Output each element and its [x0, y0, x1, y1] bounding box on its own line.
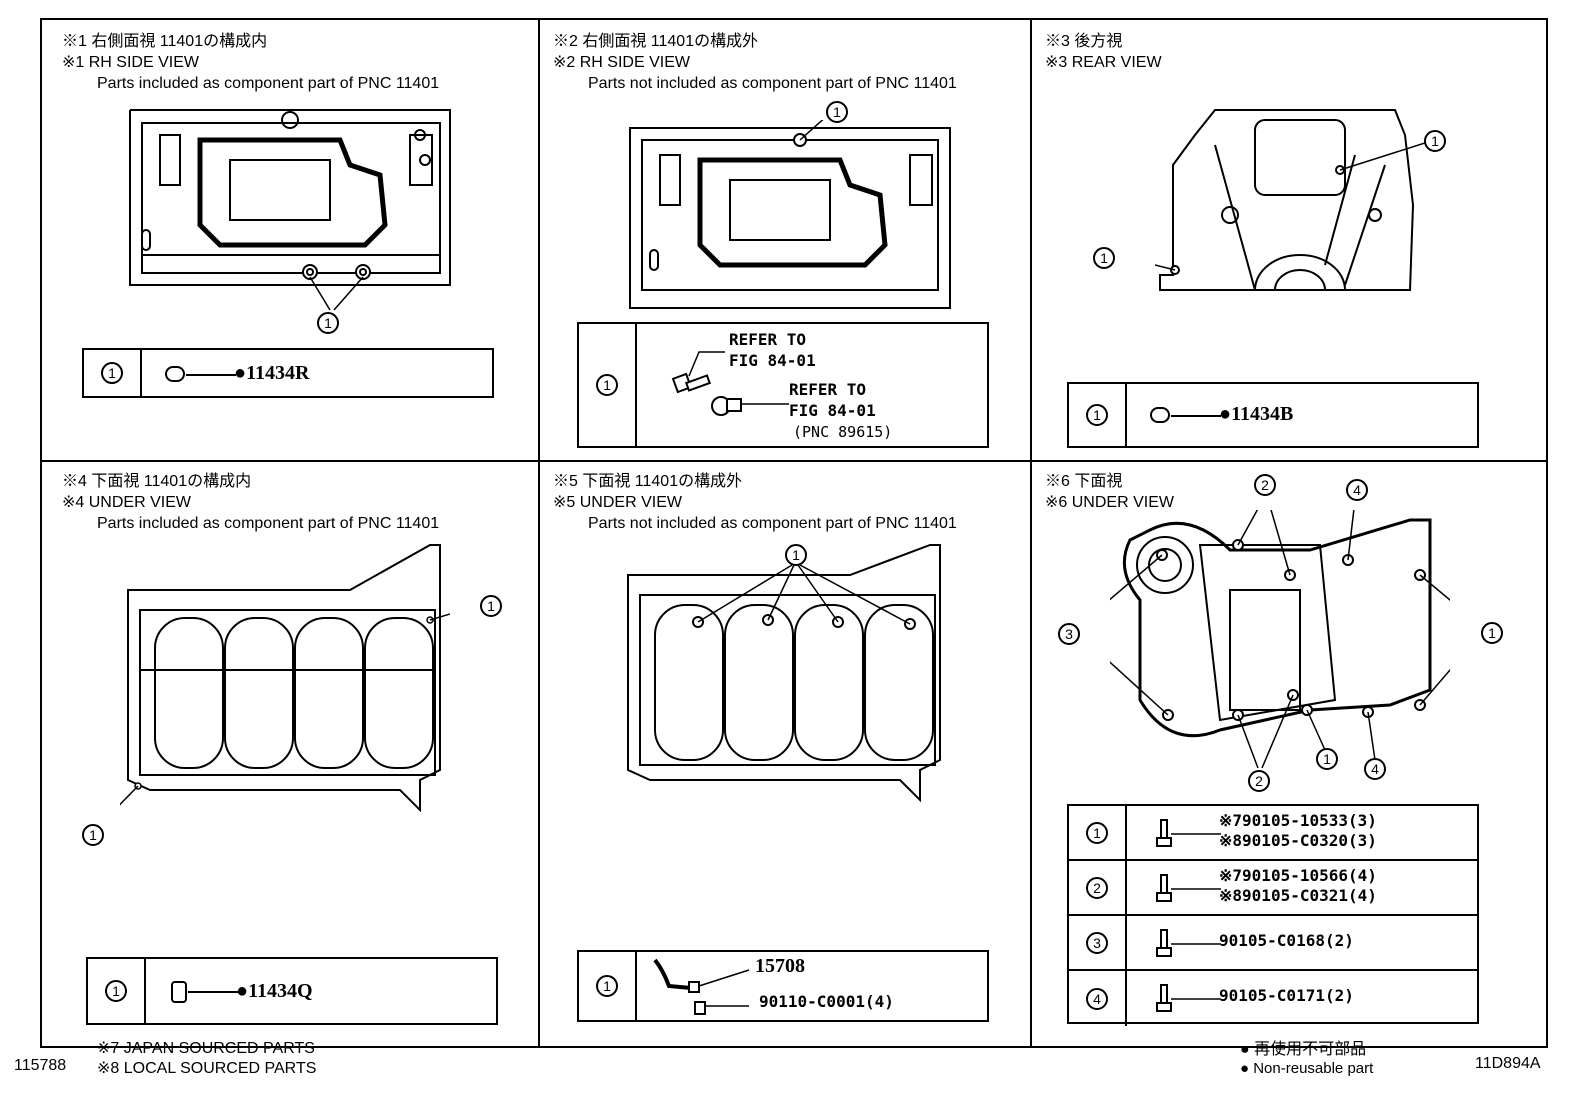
bolt-icon — [1156, 819, 1221, 847]
panel-1-block-side-drawing — [129, 109, 451, 311]
footnote-local-sourced: ※8 LOCAL SOURCED PARTS — [97, 1060, 317, 1077]
panel-6-callout-1-bottom: 1 — [1316, 748, 1338, 770]
row-part-1: ※790105-10566(4) — [1219, 866, 1377, 885]
panel-6-callout-4-top: 4 — [1346, 479, 1368, 501]
panel-5-block-under-drawing — [627, 544, 941, 803]
panel-1-index: 1 — [101, 362, 123, 384]
panel-3-title-en: ※3 REAR VIEW — [1045, 54, 1162, 71]
panel-1-callout-1: 1 — [317, 312, 339, 334]
grid-divider-v2 — [1030, 20, 1032, 1046]
legend-non-reusable-en: ● Non-reusable part — [1240, 1060, 1374, 1077]
row-part-2: ※890105-C0321(4) — [1219, 886, 1377, 905]
panel-2-index: 1 — [596, 374, 618, 396]
panel-2-block-side-drawing — [629, 120, 951, 309]
panel-5-title-jp: ※5 下面視 11401の構成外 — [553, 473, 743, 490]
pipe-bolt-icon — [653, 958, 750, 1015]
plug-icon — [165, 366, 236, 382]
legend-non-reusable-jp: ● 再使用不可部品 — [1240, 1041, 1367, 1058]
table-row: 2 ※790105-10566(4) ※890105-C0321(4) — [1069, 861, 1477, 916]
table-row: 1 ※790105-10533(3) ※890105-C0320(3) — [1069, 806, 1477, 861]
panel-2-parts-table: 1 REFER TO FIG 84-01 REFER TO FIG 84-01 … — [577, 322, 989, 448]
panel-4-subtitle: Parts included as component part of PNC … — [97, 515, 440, 532]
panel-1-title-en: ※1 RH SIDE VIEW — [62, 54, 199, 71]
diagram-grid — [40, 18, 1548, 1048]
panel-4-header: ※4 下面視 11401の構成内 ※4 UNDER VIEW Parts inc… — [62, 471, 439, 534]
footnote-japan-sourced: ※7 JAPAN SOURCED PARTS — [97, 1040, 315, 1057]
panel-3-title-jp: ※3 後方視 — [1045, 33, 1123, 50]
panel-1-header: ※1 右側面視 11401の構成内 ※1 RH SIDE VIEW Parts … — [62, 31, 439, 94]
panel-2-title-jp: ※2 右側面視 11401の構成外 — [553, 33, 759, 50]
panel-1-title-jp: ※1 右側面視 11401の構成内 — [62, 33, 268, 50]
panel-6-callout-1-right: 1 — [1481, 622, 1503, 644]
row-part-2: ※890105-C0320(3) — [1219, 831, 1377, 850]
grid-divider-h — [42, 460, 1546, 462]
panel-5-subtitle: Parts not included as component part of … — [588, 515, 957, 532]
row-index: 4 — [1086, 987, 1108, 1010]
panel-5-title-en: ※5 UNDER VIEW — [553, 494, 682, 511]
bolt-sensor-icon — [671, 351, 789, 416]
panel-6-title-jp: ※6 下面視 — [1045, 473, 1123, 490]
panel-4-part-number: ●11434Q — [236, 980, 313, 1002]
panel-2-title-en: ※2 RH SIDE VIEW — [553, 54, 690, 71]
panel-2-fig-2: FIG 84-01 — [789, 401, 876, 420]
panel-6-title-en: ※6 UNDER VIEW — [1045, 494, 1174, 511]
panel-3-part-number: ●11434B — [1219, 403, 1294, 425]
panel-3-parts-table: 1 ●11434B — [1067, 382, 1479, 448]
panel-6-callout-4-bottom: 4 — [1364, 758, 1386, 780]
panel-5-part-1: 15708 — [755, 955, 805, 977]
grid-divider-v1 — [538, 20, 540, 1046]
plug-icon — [1150, 407, 1221, 423]
panel-3-index: 1 — [1086, 404, 1108, 426]
panel-2-callout-1: 1 — [826, 101, 848, 123]
bolt-icon — [1156, 984, 1221, 1012]
row-index: 3 — [1086, 931, 1108, 954]
panel-4-block-under-drawing — [120, 544, 450, 813]
panel-5-callout-1: 1 — [785, 544, 807, 566]
panel-1-part-number: ●11434R — [234, 362, 310, 384]
panel-3-callout-1b: 1 — [1093, 247, 1115, 269]
panel-4-parts-table: 1 ●11434Q — [86, 957, 498, 1025]
row-index: 2 — [1086, 876, 1108, 899]
dowel-pin-icon — [171, 981, 240, 1003]
panel-5-index: 1 — [596, 975, 618, 997]
panel-6-header: ※6 下面視 ※6 UNDER VIEW — [1045, 471, 1174, 513]
panel-1-subtitle: Parts included as component part of PNC … — [97, 75, 440, 92]
panel-2-fig-1: FIG 84-01 — [729, 351, 816, 370]
panel-3-header: ※3 後方視 ※3 REAR VIEW — [1045, 31, 1162, 73]
panel-2-refer-1: REFER TO — [729, 330, 807, 349]
figure-id: 115788 — [14, 1057, 67, 1074]
panel-6-callout-2-top: 2 — [1254, 474, 1276, 496]
row-index: 1 — [1086, 821, 1108, 844]
panel-2-header: ※2 右側面視 11401の構成外 ※2 RH SIDE VIEW Parts … — [553, 31, 957, 94]
panel-1-parts-table: 1 ●11434R — [82, 348, 494, 398]
row-part-1: ※790105-10533(3) — [1219, 811, 1377, 830]
panel-2-refer-2: REFER TO — [789, 380, 867, 399]
diagram-code: 11D894A — [1475, 1055, 1541, 1072]
table-row: 4 90105-C0171(2) — [1069, 971, 1477, 1026]
table-row: 3 90105-C0168(2) — [1069, 916, 1477, 971]
panel-4-callout-1b: 1 — [82, 824, 104, 846]
panel-4-index: 1 — [105, 980, 127, 1002]
panel-3-block-rear-drawing — [1155, 109, 1425, 291]
bolt-icon — [1156, 929, 1221, 957]
panel-6-callout-2-bottom: 2 — [1248, 770, 1270, 792]
panel-4-callout-1a: 1 — [480, 595, 502, 617]
panel-6-block-under-drawing — [1110, 510, 1450, 769]
panel-4-title-en: ※4 UNDER VIEW — [62, 494, 191, 511]
panel-4-title-jp: ※4 下面視 11401の構成内 — [62, 473, 252, 490]
panel-5-parts-table: 1 15708 90110-C0001(4) — [577, 950, 989, 1022]
panel-2-subtitle: Parts not included as component part of … — [588, 75, 957, 92]
panel-6-parts-table: 1 ※790105-10533(3) ※890105-C0320(3) 2 ※7… — [1067, 804, 1479, 1026]
row-part-1: 90105-C0171(2) — [1219, 986, 1354, 1005]
bolt-icon — [1156, 874, 1221, 902]
panel-5-header: ※5 下面視 11401の構成外 ※5 UNDER VIEW Parts not… — [553, 471, 957, 534]
panel-3-callout-1a: 1 — [1424, 130, 1446, 152]
row-part-1: 90105-C0168(2) — [1219, 931, 1354, 950]
panel-2-pnc: (PNC 89615) — [793, 423, 893, 441]
panel-5-part-2: 90110-C0001(4) — [759, 992, 894, 1011]
panel-6-callout-3: 3 — [1058, 623, 1080, 645]
